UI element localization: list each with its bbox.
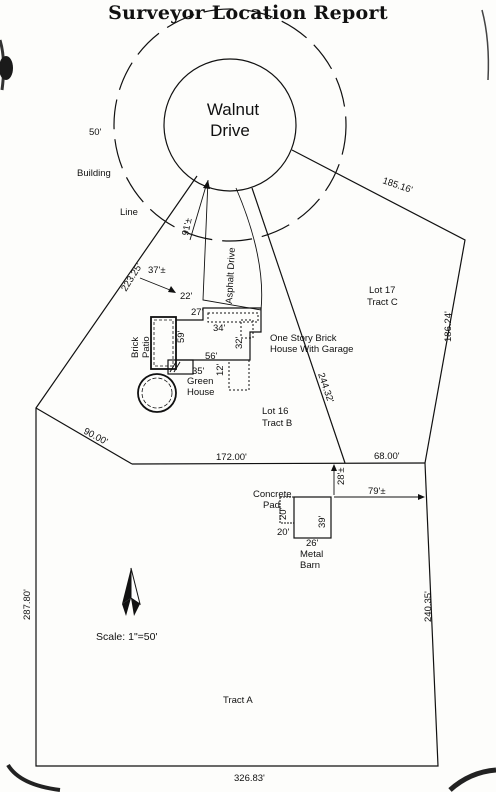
dim-223: 223.25': [119, 261, 145, 293]
dim-68: 68.00': [374, 451, 400, 462]
green-house-hatch: [169, 361, 181, 373]
lot-line-244: [251, 187, 346, 464]
lot16-label: Lot 16: [262, 406, 288, 417]
brick-patio-pattern: [153, 319, 174, 367]
building-line-arc: [113, 8, 347, 242]
scale-label: Scale: 1"=50': [96, 631, 157, 643]
street-name-line1: Walnut: [207, 100, 260, 119]
scan-edge-mark: [481, 9, 490, 81]
dim-59: 59': [176, 330, 187, 343]
dim-90: 90.00': [82, 426, 110, 448]
driveway-label: Asphalt Drive: [224, 247, 238, 304]
dim-186: 186.24': [443, 311, 454, 342]
dim-20a: 20': [278, 507, 289, 520]
building-line-label2: Line: [120, 207, 138, 218]
house-brick-band: [207, 312, 259, 323]
arrowhead: [331, 464, 337, 471]
patio-label1: Brick: [130, 337, 141, 358]
brick-patio: [150, 316, 177, 370]
dim-79: 79'±: [368, 486, 386, 497]
house-wing: [228, 359, 250, 391]
dim-244: 244.32': [315, 371, 336, 404]
house-outline: [175, 307, 262, 361]
pad-label2: Pad: [263, 500, 280, 511]
dim-35: 35': [192, 366, 205, 377]
dim-39: 39': [317, 515, 328, 528]
metal-barn: [293, 496, 332, 539]
tractb-label: Tract B: [262, 418, 292, 429]
pad-label1: Concrete: [253, 489, 292, 500]
patio-label2: Patio: [141, 336, 152, 358]
dim-56: 56': [205, 351, 218, 362]
dim-34: 34': [213, 323, 226, 334]
barn-label1: Metal: [300, 549, 323, 560]
arrowhead: [418, 494, 425, 500]
dim-326: 326.83': [234, 773, 265, 784]
dim-37: 37'±: [148, 265, 166, 276]
dim-91: 91'±: [180, 217, 194, 237]
lot-line-172: [131, 462, 426, 465]
tracta-label: Tract A: [223, 695, 253, 706]
building-line-label1: Building: [77, 168, 111, 179]
green-house: [167, 359, 194, 375]
arrowhead: [203, 180, 210, 189]
cul-de-sac-circle: [163, 58, 297, 192]
building-line-distance: 50': [89, 127, 102, 138]
house-brick-band: [240, 319, 254, 339]
dim-27: 27': [191, 307, 204, 318]
dim-185: 185.16': [381, 175, 414, 196]
scan-blot: [0, 56, 13, 80]
house-label1: One Story Brick: [270, 333, 337, 344]
dim-287: 287.80': [22, 589, 33, 620]
dim-22: 22': [180, 291, 193, 302]
dim-26: 26': [306, 538, 319, 549]
dim-20b: 20': [277, 527, 290, 538]
dim-172: 172.00': [216, 452, 247, 463]
dim-240: 240.35': [423, 591, 434, 622]
report-title: Surveyor Location Report: [108, 2, 388, 24]
dimension-arrow-91: [189, 185, 207, 241]
lot17-label: Lot 17: [369, 285, 395, 296]
north-arrow-icon: [122, 567, 141, 616]
round-patio-pattern: [141, 377, 173, 409]
dim-12: 12': [215, 363, 226, 376]
house-label2: House With Garage: [270, 344, 353, 355]
dim-28: 28'±: [336, 467, 347, 485]
dim-32: 32': [234, 336, 245, 349]
arrowhead: [168, 286, 176, 293]
greenhouse-label2: House: [187, 387, 214, 398]
barn-label2: Barn: [300, 560, 320, 571]
scan-edge-mark: [6, 763, 61, 792]
lot-line-90: [35, 407, 133, 465]
tractc-label: Tract C: [367, 297, 398, 308]
round-patio: [137, 373, 177, 413]
property-boundary: [35, 149, 466, 767]
greenhouse-label1: Green: [187, 376, 213, 387]
street-name-line2: Drive: [210, 121, 250, 140]
scan-edge-mark: [448, 767, 496, 792]
